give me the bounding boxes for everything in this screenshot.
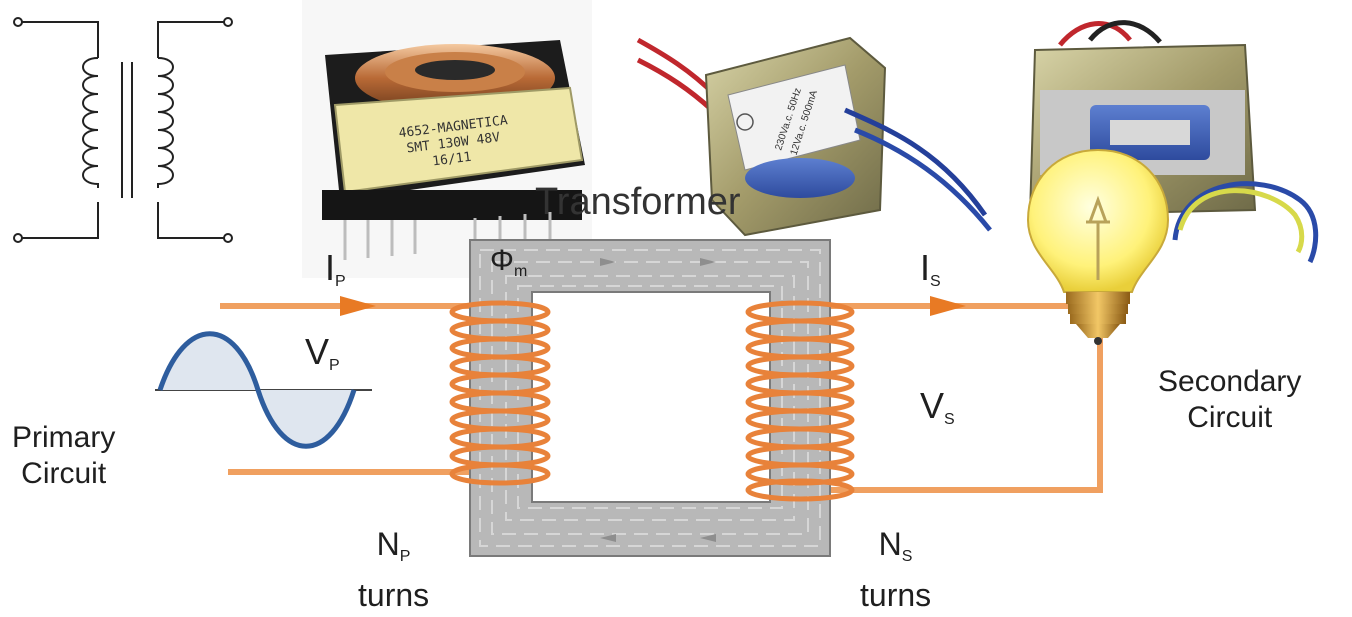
primary-current-symbol: I bbox=[325, 247, 336, 288]
primary-circuit-label: Primary Circuit bbox=[12, 420, 115, 492]
transformer-diagram: 4652-MAGNETICA SMT 130W 48V 16/11 230Va.… bbox=[13, 0, 1319, 557]
laminated-transformer-photo: 230Va.c. 50Hz 12Va.c. 500mA bbox=[636, 36, 992, 237]
flux-subscript: m bbox=[513, 263, 528, 280]
flux-arrows bbox=[600, 258, 716, 542]
secondary-coil bbox=[745, 300, 855, 502]
primary-circuit-line2: Circuit bbox=[21, 457, 107, 490]
primary-voltage-label: VP bbox=[305, 331, 340, 374]
primary-voltage-subscript: P bbox=[329, 357, 340, 374]
transformer-symbol-icon bbox=[13, 17, 233, 243]
secondary-current-symbol: I bbox=[920, 247, 931, 288]
secondary-voltage-subscript: S bbox=[944, 411, 955, 428]
transformer-core bbox=[469, 239, 831, 557]
secondary-circuit-line2: Circuit bbox=[1187, 401, 1273, 434]
smd-label-line3: 16/11 bbox=[432, 150, 473, 170]
secondary-current-subscript: S bbox=[930, 273, 941, 290]
primary-turns-subscript: P bbox=[399, 548, 411, 565]
secondary-turns-label: NS turns bbox=[860, 522, 931, 617]
primary-coil bbox=[449, 300, 551, 486]
secondary-turns-symbol: N bbox=[878, 526, 902, 562]
flux-symbol: Φ bbox=[490, 244, 514, 277]
secondary-turns-word: turns bbox=[860, 577, 932, 613]
flux-label: Φm bbox=[490, 244, 527, 280]
lightbulb-icon bbox=[1026, 148, 1170, 345]
primary-current-label: IP bbox=[325, 247, 346, 290]
primary-turns-label: NP turns bbox=[358, 522, 429, 617]
smd-transformer-photo: 4652-MAGNETICA SMT 130W 48V 16/11 bbox=[302, 0, 592, 278]
primary-turns-word: turns bbox=[358, 577, 430, 613]
primary-voltage-symbol: V bbox=[305, 331, 330, 372]
secondary-voltage-label: VS bbox=[920, 385, 955, 428]
secondary-voltage-symbol: V bbox=[920, 385, 945, 426]
secondary-current-label: IS bbox=[920, 247, 941, 290]
secondary-circuit-label: Secondary Circuit bbox=[1158, 364, 1301, 436]
primary-turns-symbol: N bbox=[376, 526, 400, 562]
diagram-title: Transformer bbox=[535, 181, 741, 223]
primary-circuit-line1: Primary bbox=[12, 421, 116, 454]
secondary-circuit-line1: Secondary bbox=[1158, 365, 1302, 398]
secondary-current-arrow bbox=[930, 296, 966, 316]
primary-current-arrow bbox=[340, 296, 376, 316]
primary-current-subscript: P bbox=[335, 273, 346, 290]
sine-wave-icon bbox=[155, 331, 372, 449]
secondary-turns-subscript: S bbox=[901, 548, 913, 565]
